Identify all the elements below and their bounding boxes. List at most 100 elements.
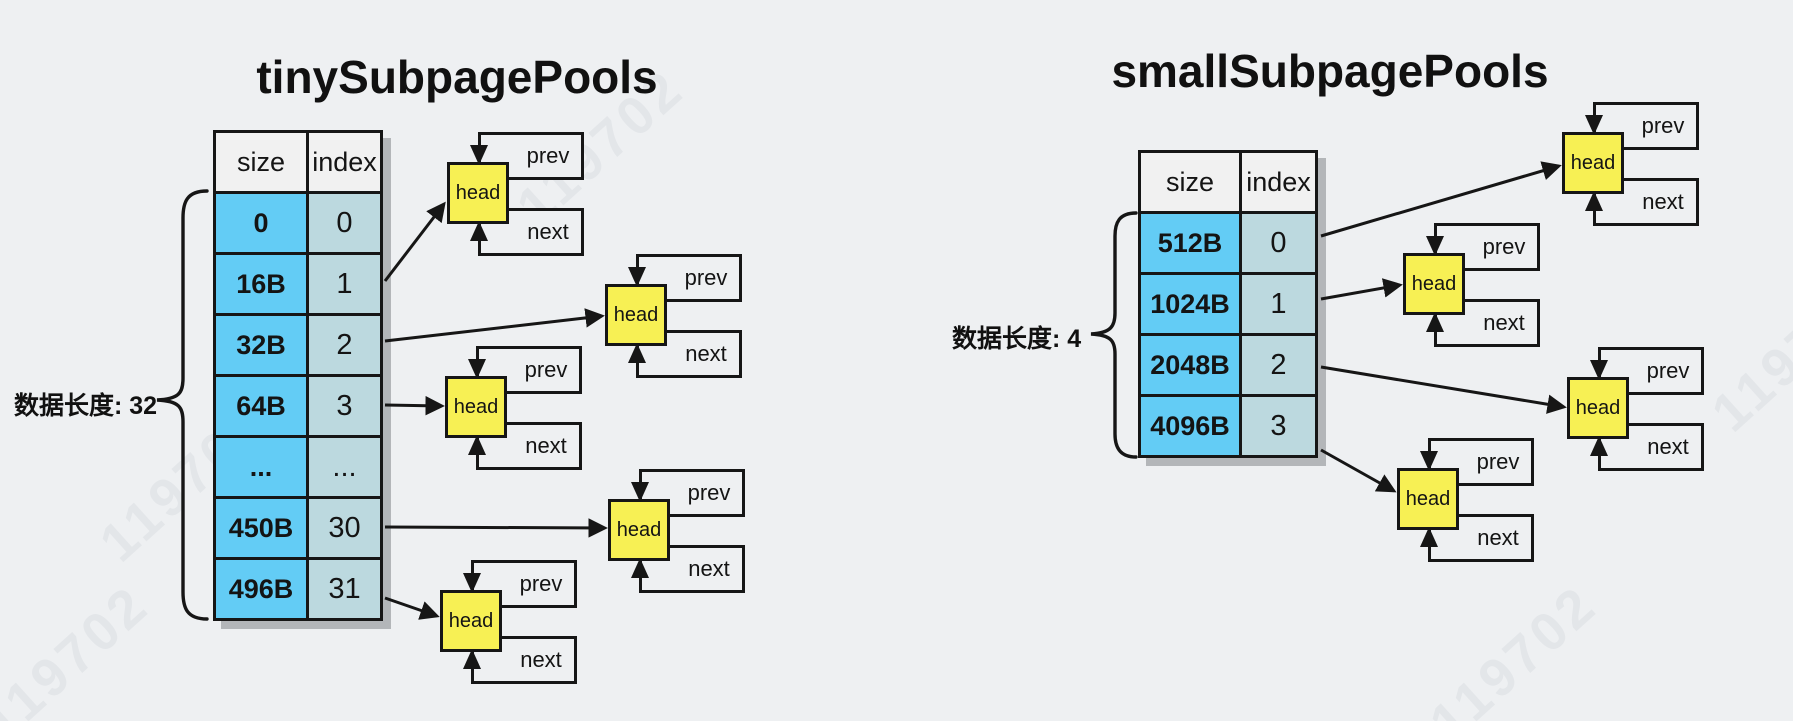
arrow-small-idx3 — [1320, 448, 1397, 493]
next-label: next — [1642, 189, 1684, 214]
node-tiny-idx1: prev next head — [447, 132, 584, 256]
right-brace — [1090, 211, 1138, 459]
next-label: next — [1647, 434, 1689, 459]
index-cell: 31 — [306, 557, 383, 621]
index-cell: 30 — [306, 496, 383, 560]
arrow-small-idx1 — [1320, 278, 1403, 301]
next-box: next — [1598, 423, 1704, 471]
watermark-text: 119702 — [1418, 574, 1609, 721]
next-label: next — [520, 647, 562, 672]
prev-label: prev — [526, 143, 570, 168]
head-label: head — [455, 181, 501, 204]
arrow-small-idx2 — [1320, 365, 1567, 414]
size-cell: 64B — [213, 374, 309, 438]
size-cell: 4096B — [1138, 394, 1242, 458]
next-label: next — [1483, 310, 1525, 335]
prev-label: prev — [687, 480, 731, 505]
next-box: next — [1593, 178, 1699, 226]
index-cell: 2 — [1239, 333, 1318, 397]
head-label: head — [613, 303, 659, 326]
head-label: head — [616, 518, 662, 541]
table-row: 16B 1 — [213, 252, 383, 316]
node-small-idx1: prev next head — [1403, 223, 1540, 347]
prev-box: prev — [1593, 102, 1699, 150]
prev-label: prev — [1646, 358, 1690, 383]
table-row: 450B 30 — [213, 496, 383, 560]
prev-label: prev — [519, 571, 563, 596]
left-length-label: 数据长度: 32 — [14, 392, 158, 420]
node-small-idx0: prev next head — [1562, 102, 1699, 226]
size-cell: ... — [213, 435, 309, 499]
node-tiny-idx31: prev next head — [440, 560, 577, 684]
prev-label: prev — [524, 357, 568, 382]
table-header-row: size index — [1138, 150, 1318, 214]
prev-label: prev — [1482, 234, 1526, 259]
index-cell: ... — [306, 435, 383, 499]
arrow-tiny-idx31 — [384, 596, 440, 620]
table-header-row: size index — [213, 130, 383, 194]
table-row: 4096B 3 — [1138, 394, 1318, 458]
table-row: 1024B 1 — [1138, 272, 1318, 336]
right-length-label: 数据长度: 4 — [952, 325, 1082, 353]
next-box: next — [478, 208, 584, 256]
head-node: head — [445, 376, 507, 438]
watermark-text: 119702 — [0, 574, 161, 721]
head-label: head — [1411, 272, 1457, 295]
index-header: index — [1239, 150, 1318, 214]
head-node: head — [447, 162, 509, 224]
arrow-tiny-idx30 — [384, 518, 608, 538]
node-tiny-idx3: prev next head — [445, 346, 582, 470]
table-row: 32B 2 — [213, 313, 383, 377]
size-cell: 0 — [213, 191, 309, 255]
table-row: 496B 31 — [213, 557, 383, 621]
size-cell: 496B — [213, 557, 309, 621]
head-node: head — [440, 590, 502, 652]
next-label: next — [527, 219, 569, 244]
head-node: head — [1567, 377, 1629, 439]
table-row: ... ... — [213, 435, 383, 499]
index-cell: 3 — [306, 374, 383, 438]
head-node: head — [608, 499, 670, 561]
next-label: next — [1477, 525, 1519, 550]
head-node: head — [1403, 253, 1465, 315]
index-cell: 0 — [1239, 211, 1318, 275]
size-cell: 450B — [213, 496, 309, 560]
index-cell: 2 — [306, 313, 383, 377]
table-row: 64B 3 — [213, 374, 383, 438]
node-small-idx3: prev next head — [1397, 438, 1534, 562]
head-label: head — [1570, 151, 1616, 174]
size-cell: 32B — [213, 313, 309, 377]
watermark-text: 119702 — [1700, 264, 1793, 444]
left-brace — [156, 189, 209, 621]
prev-label: prev — [1641, 113, 1685, 138]
index-cell: 1 — [1239, 272, 1318, 336]
prev-label: prev — [1476, 449, 1520, 474]
head-node: head — [1397, 468, 1459, 530]
prev-box: prev — [1428, 438, 1534, 486]
size-cell: 1024B — [1138, 272, 1242, 336]
size-cell: 2048B — [1138, 333, 1242, 397]
node-tiny-idx2: prev next head — [605, 254, 742, 378]
right-diagram-title: smallSubpagePools — [1111, 45, 1549, 97]
next-label: next — [525, 433, 567, 458]
table-row: 2048B 2 — [1138, 333, 1318, 397]
index-header: index — [306, 130, 383, 194]
next-label: next — [688, 556, 730, 581]
head-node: head — [1562, 132, 1624, 194]
size-cell: 16B — [213, 252, 309, 316]
tiny-subpage-table: size index 0 0 16B 1 32B 2 64B 3 ... ...… — [213, 130, 383, 621]
arrow-tiny-idx2 — [384, 308, 605, 343]
next-label: next — [685, 341, 727, 366]
node-small-idx2: prev next head — [1567, 347, 1704, 471]
index-cell: 3 — [1239, 394, 1318, 458]
table-row: 0 0 — [213, 191, 383, 255]
size-header: size — [213, 130, 309, 194]
head-node: head — [605, 284, 667, 346]
head-label: head — [1575, 396, 1621, 419]
small-subpage-table: size index 512B 0 1024B 1 2048B 2 4096B … — [1138, 150, 1318, 458]
index-cell: 0 — [306, 191, 383, 255]
left-diagram-title: tinySubpagePools — [256, 51, 658, 103]
head-label: head — [448, 609, 494, 632]
node-tiny-idx30: prev next head — [608, 469, 745, 593]
